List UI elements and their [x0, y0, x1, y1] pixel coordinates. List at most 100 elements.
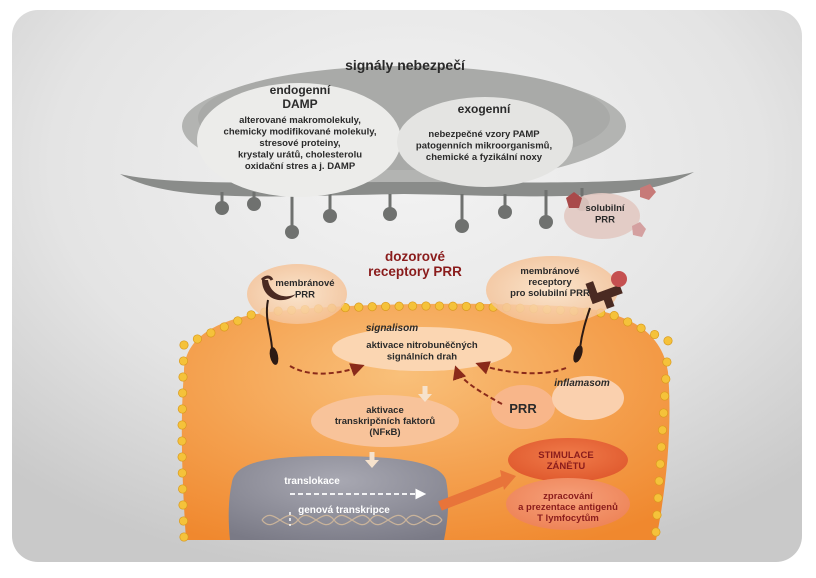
endogenous-lines: alterované makromolekuly,chemicky modifi… — [224, 115, 377, 172]
membrane-bead — [434, 301, 444, 311]
membrane-bead — [461, 301, 471, 311]
exogenous-lines-line: nebezpečné vzory PAMP — [428, 129, 540, 140]
endogenous-lines-line: alterované makromolekuly, — [239, 115, 361, 126]
activation-pathways-label-line: signálních drah — [387, 352, 457, 363]
signalisom-label-line: signalisom — [366, 323, 418, 334]
membrane-bead — [660, 391, 670, 401]
membrane-bead — [246, 310, 256, 320]
receptor-head — [455, 219, 469, 233]
membrane-bead — [177, 436, 187, 446]
membrane-bead — [662, 357, 672, 367]
soluble-prr-molecules — [564, 184, 656, 239]
membrane-bead — [219, 322, 229, 332]
endogenous-lines-line: oxidační stres a j. DAMP — [245, 161, 356, 172]
membrane-bead — [381, 301, 391, 311]
membrane-receptor-soluble-label-line: receptory — [528, 277, 572, 288]
activation-factors-label-line: transkripčních faktorů — [335, 416, 435, 427]
danger-signals-title: signály nebezpečí — [345, 57, 466, 73]
membrane-bead — [663, 336, 673, 346]
activation-pathways-label-line: aktivace nitrobuněčných — [366, 340, 478, 351]
inflamasom-pill — [552, 376, 624, 420]
membrane-bead — [650, 329, 660, 340]
membrane-bead — [178, 500, 188, 510]
membrane-receptor-soluble-label-line: pro solubilní PRR — [510, 288, 590, 299]
soluble-prr-label-line: PRR — [595, 215, 615, 226]
membrane-bead — [656, 442, 666, 452]
receptor-head — [247, 197, 261, 211]
membrane-bead — [206, 328, 216, 338]
receptor-head — [539, 215, 553, 229]
signal-arrows — [289, 361, 567, 405]
membrane-bead — [659, 408, 669, 418]
receptor-head — [498, 205, 512, 219]
prr-cytosolic-label-line: PRR — [509, 401, 537, 416]
signalisom-label: signalisom — [366, 323, 418, 334]
receptor-head — [215, 201, 229, 215]
endogenous-heading: endogenní — [270, 83, 331, 97]
membrane-prr-label-line: PRR — [295, 290, 315, 301]
membrane-bead — [233, 316, 243, 326]
membrane-bead — [651, 527, 661, 537]
endogenous-subheading: DAMP — [282, 97, 317, 111]
receptor-head — [383, 207, 397, 221]
membrane-bead — [408, 301, 418, 311]
inflamasom-label: inflamasom — [554, 378, 610, 389]
membrane-bead — [653, 493, 663, 503]
inflammation-label-line: ZÁNĚTU — [547, 460, 586, 472]
inflammation-label-line: STIMULACE — [538, 450, 593, 461]
membrane-bead — [192, 334, 202, 344]
membrane-bead — [179, 532, 189, 542]
endogenous-pill — [197, 83, 401, 197]
endogenous-lines-line: krystaly urátů, cholesterolu — [238, 150, 362, 161]
translocation-label-line: translokace — [284, 476, 340, 487]
membrane-bead — [178, 484, 188, 494]
nucleus — [228, 456, 449, 540]
membrane-bead — [177, 404, 187, 414]
dna-helix — [261, 514, 443, 526]
exogenous-heading-line: exogenní — [458, 102, 511, 116]
membrane-receptor-soluble-label-line: membránové — [520, 266, 579, 277]
membrane-bead — [623, 317, 633, 327]
antigen-bubble — [506, 478, 630, 530]
prr-cytosolic-label: PRR — [509, 401, 537, 416]
endogenous-lines-line: chemicky modifikované molekuly, — [224, 127, 377, 138]
membrane-bead — [421, 301, 431, 311]
antigen-label-line: zpracování — [543, 491, 593, 502]
exogenous-pill — [397, 97, 573, 187]
membrane-bead — [448, 301, 458, 311]
activation-factors-label-line: (NFκB) — [369, 427, 400, 438]
endogenous-lines-line: stresové proteiny, — [259, 138, 340, 149]
exogenous-heading: exogenní — [458, 102, 511, 116]
receptor-head — [285, 225, 299, 239]
surveillance-label-line: receptory PRR — [368, 264, 462, 279]
membrane-bead — [367, 302, 377, 312]
membrane-bead — [654, 476, 664, 486]
membrane-bead — [354, 302, 364, 312]
signalisom-pill — [332, 327, 512, 371]
membrane-bead — [475, 302, 485, 312]
endogenous-heading-line: endogenní — [270, 83, 331, 97]
membrane-bead — [178, 356, 189, 366]
danger-signals-title-line: signály nebezpečí — [345, 57, 466, 73]
transcription-label-line: genová transkripce — [298, 505, 390, 516]
membrane-prr-left — [247, 264, 347, 365]
antigen-label-line: T lymfocytům — [537, 513, 599, 524]
membrane-bead — [657, 425, 668, 435]
membrane-bead — [179, 340, 189, 350]
endogenous-subheading-line: DAMP — [282, 97, 317, 111]
receptor-head — [323, 209, 337, 223]
membrane-bead — [177, 468, 187, 478]
membrane-bead — [177, 452, 187, 462]
membrane-bead — [178, 372, 188, 382]
membrane-prr-label-line: membránové — [275, 278, 334, 289]
soluble-prr-label-line: solubilní — [585, 203, 624, 214]
membrane-bead — [178, 516, 189, 526]
membrane-bead — [652, 510, 662, 520]
exogenous-lines-line: patogenních mikroorganismů, — [416, 141, 552, 152]
membrane-bead — [178, 388, 188, 398]
